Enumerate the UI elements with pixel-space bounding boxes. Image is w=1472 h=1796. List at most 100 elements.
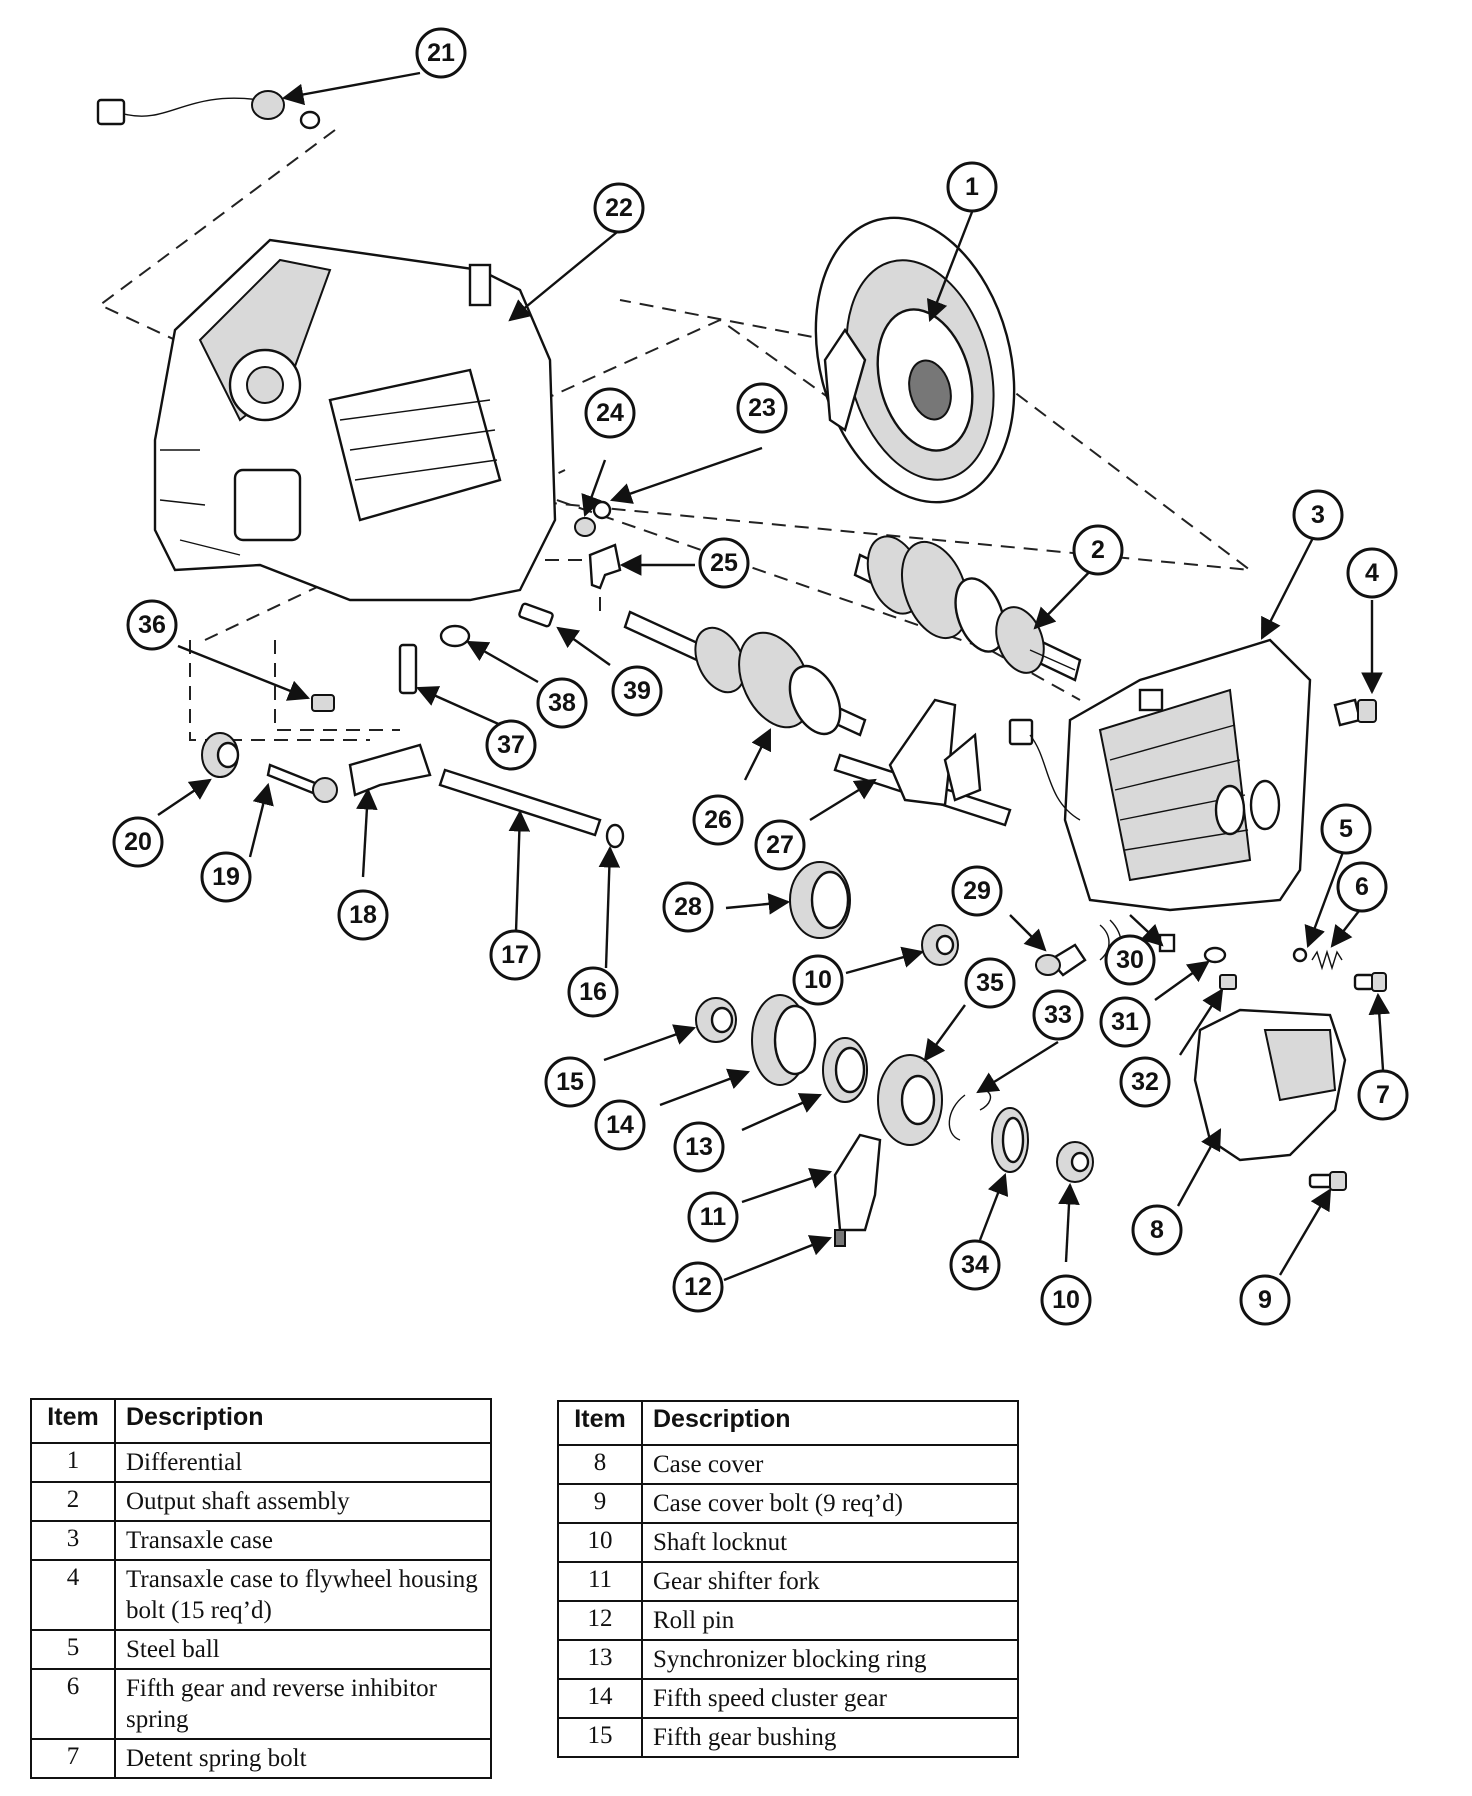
svg-text:26: 26 xyxy=(704,806,732,834)
callout-39: 39 xyxy=(611,665,663,717)
item-description: Synchronizer blocking ring xyxy=(641,1639,1019,1680)
item-description: Fifth gear bushing xyxy=(641,1717,1019,1758)
svg-text:21: 21 xyxy=(427,39,455,67)
svg-text:31: 31 xyxy=(1111,1008,1139,1036)
callout-29: 29 xyxy=(951,865,1003,917)
leader-lines xyxy=(157,71,1391,1282)
callout-1: 1 xyxy=(946,161,998,213)
item-description: Differential xyxy=(114,1442,492,1483)
svg-text:36: 36 xyxy=(138,611,166,639)
callout-37: 37 xyxy=(485,719,537,771)
svg-text:5: 5 xyxy=(1339,815,1353,843)
callout-3: 3 xyxy=(1292,489,1344,541)
svg-text:7: 7 xyxy=(1376,1081,1390,1109)
item-number: 12 xyxy=(557,1600,643,1641)
svg-text:20: 20 xyxy=(124,828,152,856)
item-description: Case cover xyxy=(641,1444,1019,1485)
item-number: 14 xyxy=(557,1678,643,1719)
exploded-view-diagram: 1 2 3 4 5 6 7 8 9 10 10 11 12 13 14 15 1… xyxy=(96,27,1409,1326)
svg-text:34: 34 xyxy=(961,1251,989,1279)
callout-19: 19 xyxy=(200,851,252,903)
svg-text:11: 11 xyxy=(700,1203,727,1231)
svg-text:29: 29 xyxy=(963,877,991,905)
item-number: 13 xyxy=(557,1639,643,1680)
svg-text:9: 9 xyxy=(1258,1286,1272,1314)
callout-23: 23 xyxy=(736,382,788,434)
svg-text:10: 10 xyxy=(804,966,832,994)
svg-text:8: 8 xyxy=(1150,1216,1164,1244)
svg-text:35: 35 xyxy=(976,969,1004,997)
column-header-item: Item xyxy=(30,1398,116,1444)
svg-text:30: 30 xyxy=(1116,946,1144,974)
svg-text:18: 18 xyxy=(349,901,377,929)
svg-text:23: 23 xyxy=(748,394,776,422)
callout-31: 31 xyxy=(1099,996,1151,1048)
callout-28: 28 xyxy=(662,881,714,933)
svg-text:3: 3 xyxy=(1311,501,1325,529)
item-number: 10 xyxy=(557,1522,643,1563)
callouts: 1 2 3 4 5 6 7 8 9 10 10 11 12 13 14 15 1… xyxy=(112,27,1409,1326)
svg-text:6: 6 xyxy=(1355,873,1369,901)
svg-text:38: 38 xyxy=(548,689,576,717)
callout-9: 9 xyxy=(1239,1274,1291,1326)
item-description: Fifth speed cluster gear xyxy=(641,1678,1019,1719)
item-number: 11 xyxy=(557,1561,643,1602)
item-description: Output shaft assembly xyxy=(114,1481,492,1522)
column-header-description: Description xyxy=(641,1400,1019,1446)
callout-13: 13 xyxy=(673,1121,725,1173)
callout-38: 38 xyxy=(536,677,588,729)
callout-32: 32 xyxy=(1119,1056,1171,1108)
legend-header-row: Item Description xyxy=(30,1398,492,1444)
callout-26: 26 xyxy=(692,794,744,846)
callout-10a: 10 xyxy=(792,954,844,1006)
svg-text:15: 15 xyxy=(556,1068,584,1096)
callout-25: 25 xyxy=(698,537,750,589)
svg-text:2: 2 xyxy=(1091,536,1105,564)
item-description: Roll pin xyxy=(641,1600,1019,1641)
differential xyxy=(814,216,1016,504)
svg-text:27: 27 xyxy=(766,831,794,859)
column-header-description: Description xyxy=(114,1398,492,1444)
svg-text:32: 32 xyxy=(1131,1068,1159,1096)
svg-text:16: 16 xyxy=(579,978,607,1006)
callout-36: 36 xyxy=(126,599,178,651)
svg-text:17: 17 xyxy=(501,941,529,969)
svg-text:37: 37 xyxy=(497,731,525,759)
case-cover xyxy=(1193,1008,1347,1162)
small-parts xyxy=(201,500,1387,1247)
callout-21: 21 xyxy=(415,27,467,79)
item-number: 9 xyxy=(557,1483,643,1524)
transaxle-case xyxy=(1008,638,1312,912)
item-number: 4 xyxy=(30,1559,116,1631)
callout-7: 7 xyxy=(1357,1069,1409,1121)
column-header-item: Item xyxy=(557,1400,643,1446)
item-number: 5 xyxy=(30,1629,116,1670)
item-number: 1 xyxy=(30,1442,116,1483)
item-description: Case cover bolt (9 req’d) xyxy=(641,1483,1019,1524)
svg-text:25: 25 xyxy=(710,549,738,577)
svg-text:22: 22 xyxy=(605,194,633,222)
callout-2: 2 xyxy=(1072,524,1124,576)
callout-20: 20 xyxy=(112,816,164,868)
callout-4: 4 xyxy=(1346,547,1398,599)
item-number: 2 xyxy=(30,1481,116,1522)
callout-27: 27 xyxy=(754,819,806,871)
svg-text:14: 14 xyxy=(606,1111,634,1139)
callout-11: 11 xyxy=(687,1191,739,1243)
input-shaft xyxy=(623,610,867,737)
item-number: 8 xyxy=(557,1444,643,1485)
